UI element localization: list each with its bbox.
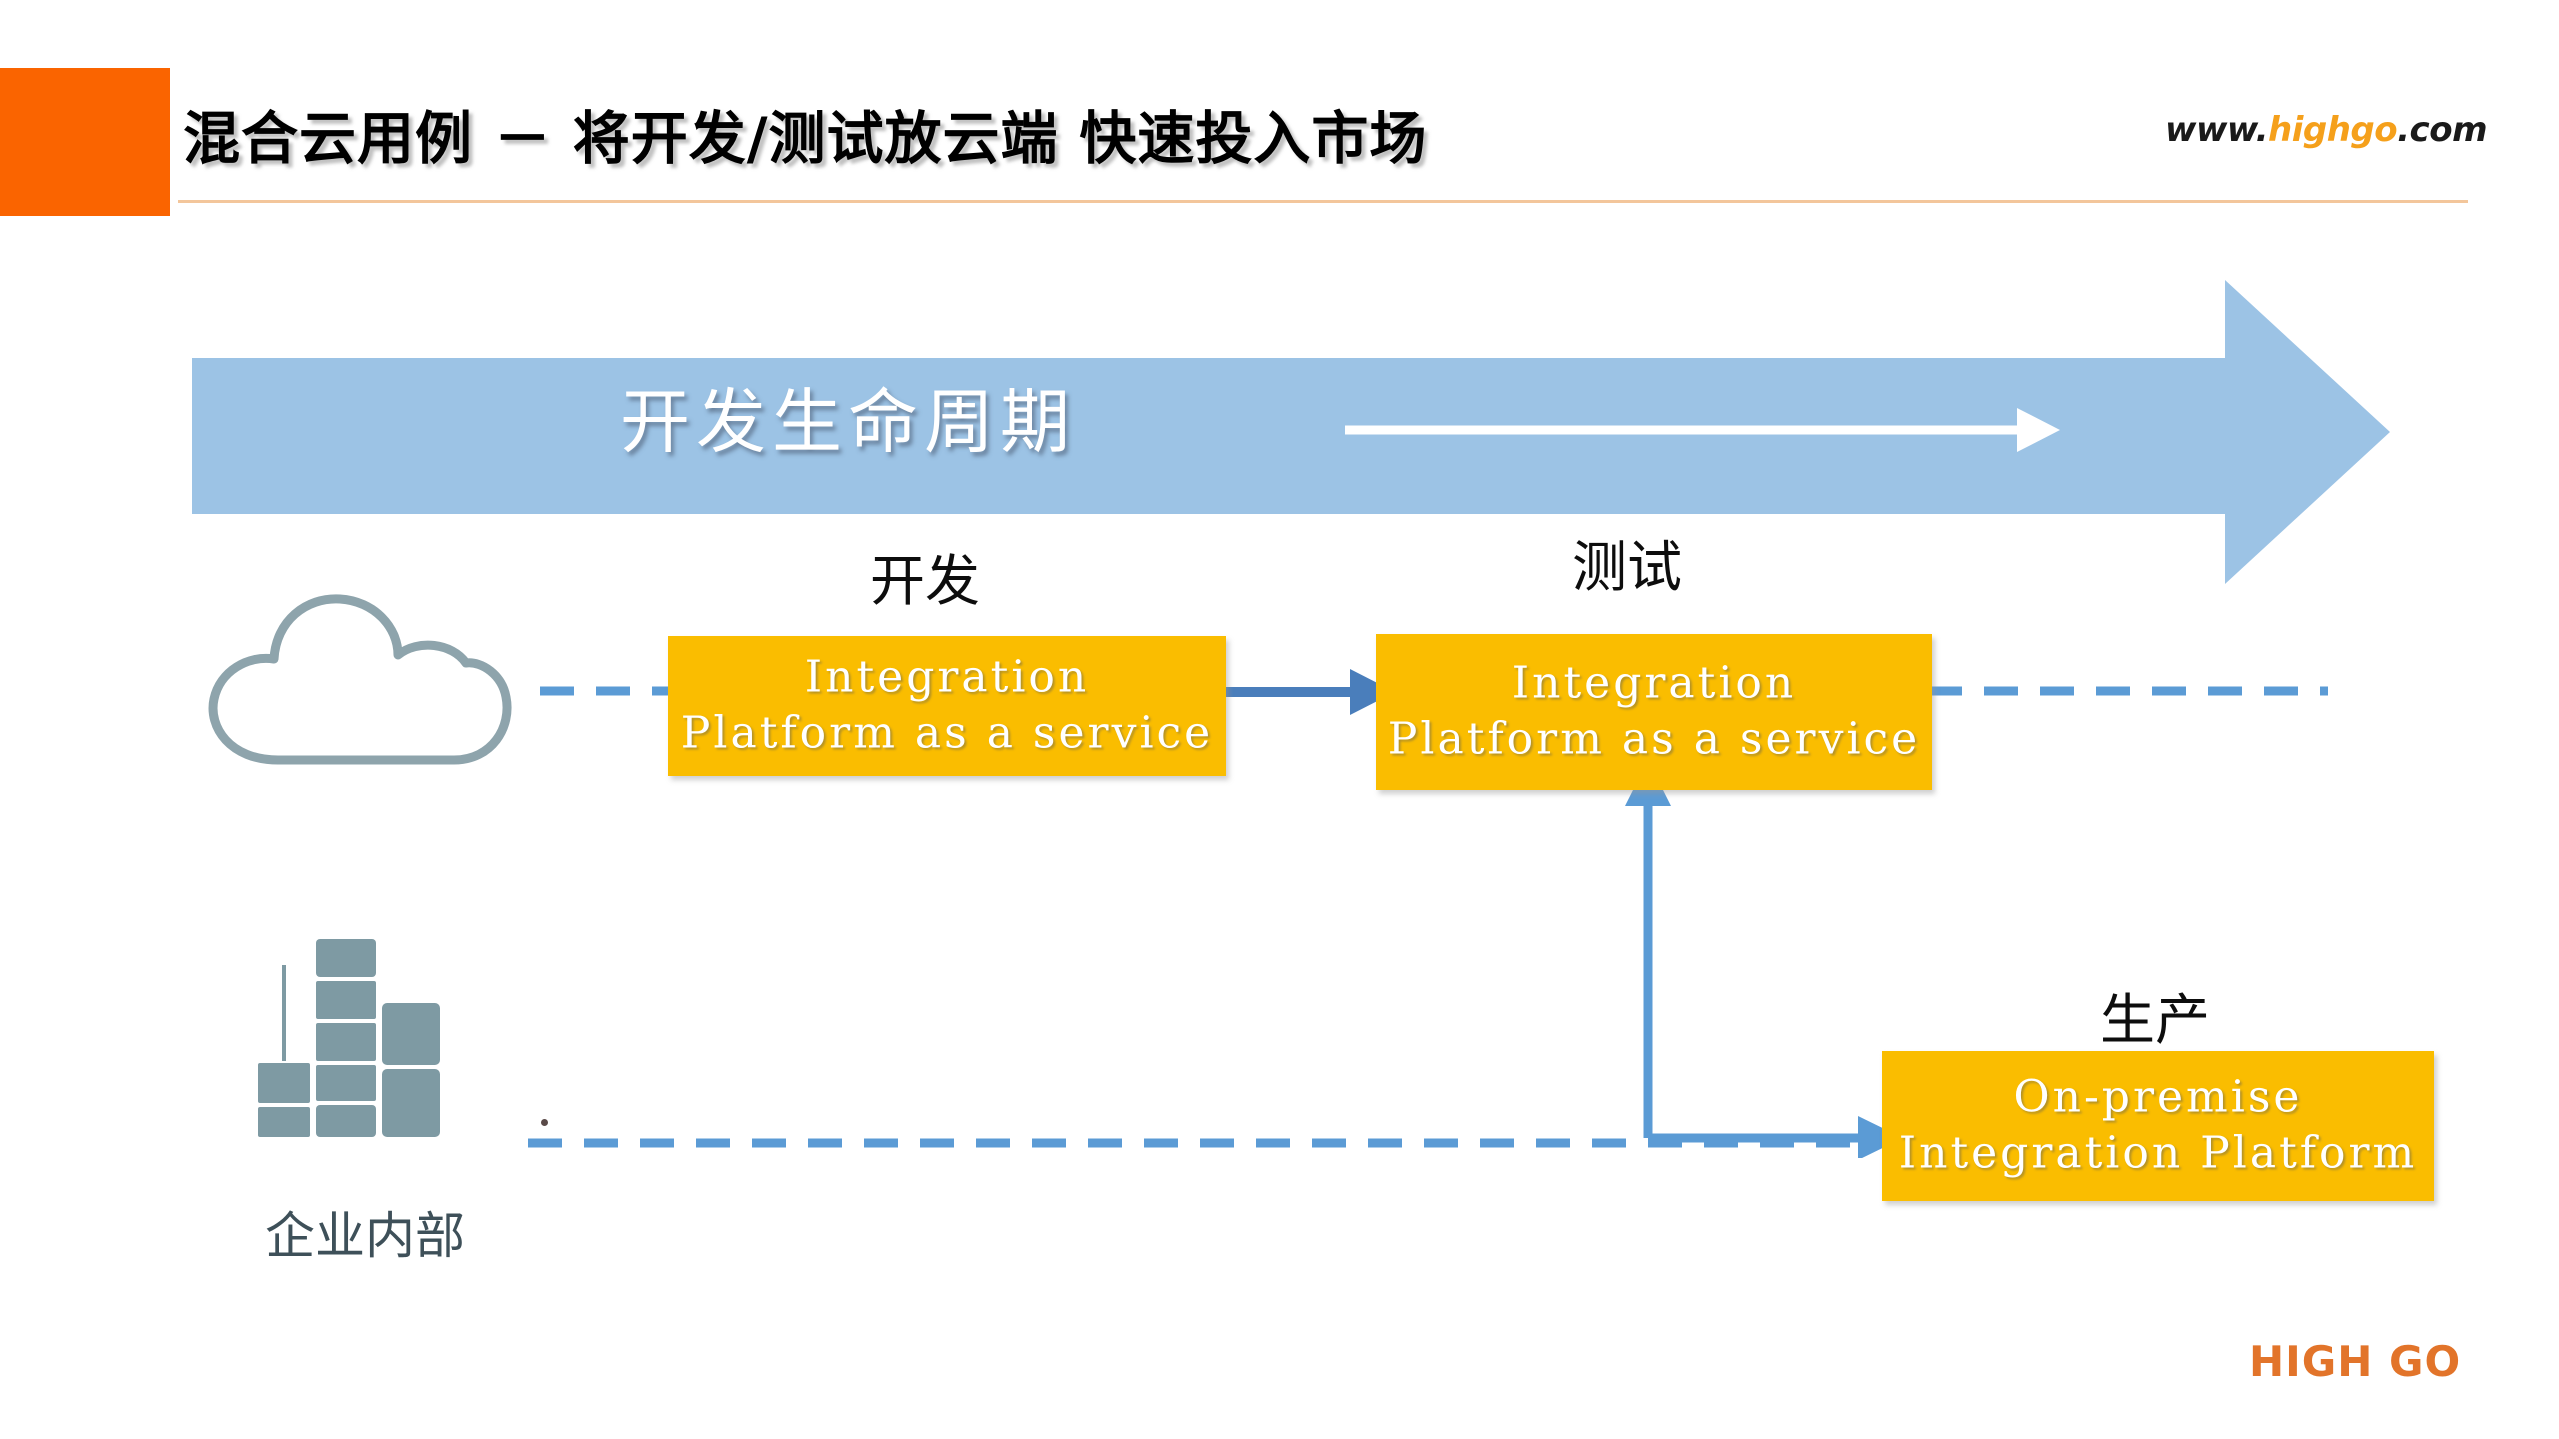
service-box-test[interactable]: Integration Platform as a service <box>1376 634 1932 790</box>
premise-label: 企业内部 <box>265 1207 465 1265</box>
service-box-test-line2: Platform as a service <box>1387 714 1921 765</box>
page-title: 混合云用例 － 将开发/测试放云端 快速投入市场 <box>183 106 1428 172</box>
stage-label-prod: 生产 <box>2100 988 2211 1052</box>
service-box-dev-line2: Platform as a service <box>680 708 1214 759</box>
cloud-icon <box>208 594 512 765</box>
building-icon <box>258 939 440 1137</box>
connector-premise-to-test-elbow <box>1625 760 1903 1158</box>
service-box-prod-line1: On-premise <box>2013 1071 2303 1123</box>
site-url-logo: www.highgo.com <box>2165 110 2487 150</box>
site-url-prefix: www. <box>2165 110 2269 150</box>
lifecycle-inner-arrow-icon <box>1345 408 2060 452</box>
connector-test-to-right <box>1928 686 2328 696</box>
service-box-dev[interactable]: Integration Platform as a service <box>668 636 1226 776</box>
service-box-dev-line1: Integration <box>804 651 1090 703</box>
site-url-suffix: .com <box>2397 110 2487 150</box>
company-logo: HIGH GO <box>2249 1337 2462 1386</box>
accent-block <box>0 68 170 216</box>
site-url-brand: highgo <box>2268 110 2398 150</box>
service-box-prod-line2: Integration Platform <box>1898 1128 2418 1179</box>
lifecycle-arrow-shape <box>192 280 2390 584</box>
stage-label-test: 测试 <box>1572 535 1683 599</box>
header-divider <box>178 200 2468 203</box>
lifecycle-label: 开发生命周期 <box>620 381 1076 463</box>
dashed-line-dot-marker <box>541 1119 548 1126</box>
service-box-dev-text: Integration Platform as a service <box>681 650 1213 763</box>
connector-premise-dashed <box>528 1138 1918 1148</box>
stage-label-dev: 开发 <box>870 549 981 613</box>
service-box-prod-text: On-premise Integration Platform <box>1899 1070 2418 1183</box>
connector-cloud-to-dev <box>540 686 690 696</box>
service-box-test-line1: Integration <box>1511 657 1797 709</box>
service-box-test-text: Integration Platform as a service <box>1388 656 1920 769</box>
service-box-prod[interactable]: On-premise Integration Platform <box>1882 1051 2434 1201</box>
